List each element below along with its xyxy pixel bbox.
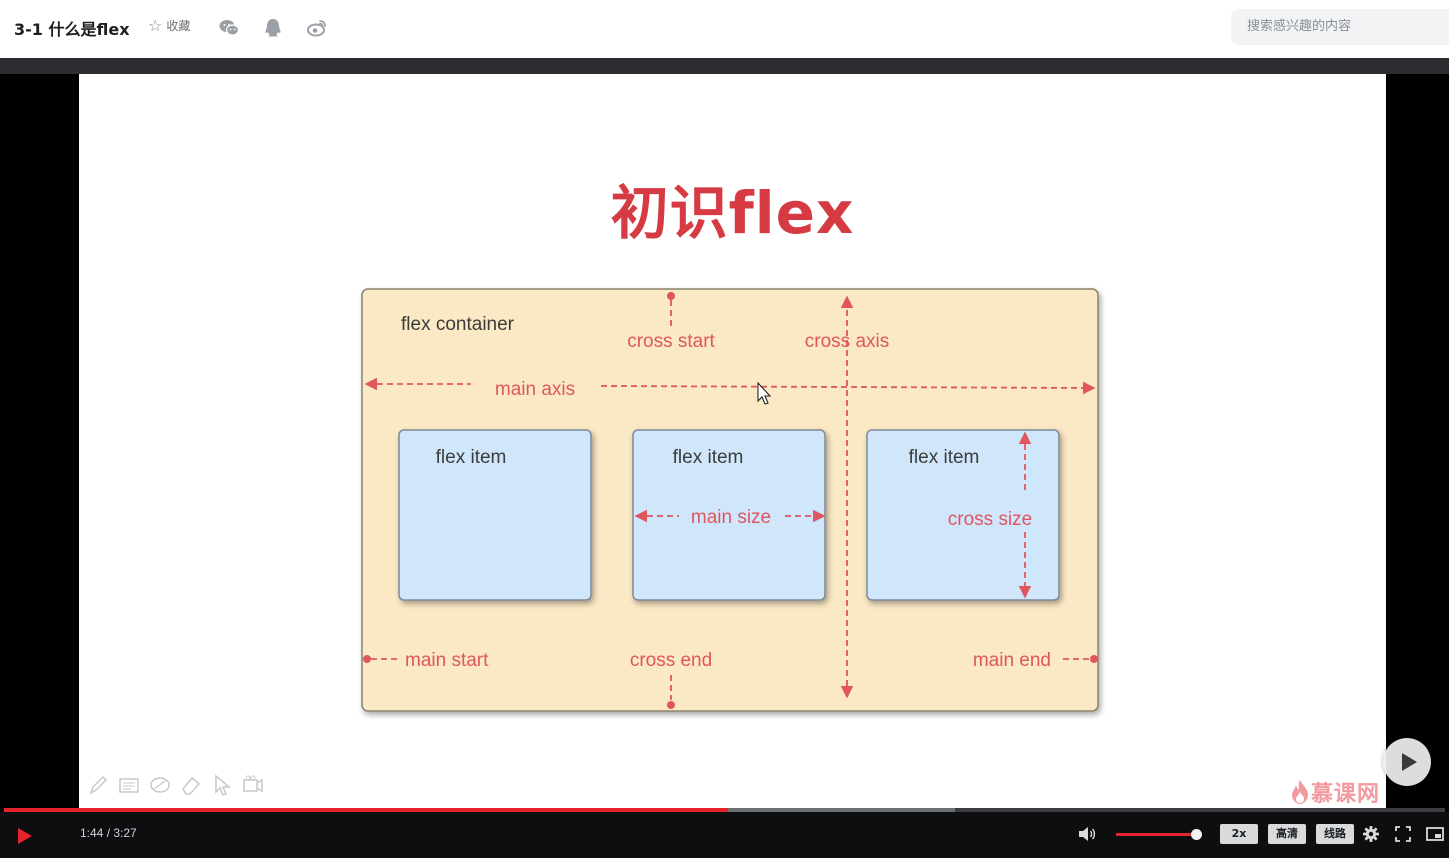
web-fullscreen-icon[interactable] — [1425, 824, 1445, 844]
weibo-icon[interactable] — [306, 17, 328, 39]
text-box-icon[interactable] — [118, 774, 140, 796]
main-size-label: main size — [691, 507, 771, 528]
wechat-icon[interactable] — [218, 17, 240, 39]
flex-item-label: flex item — [436, 447, 507, 468]
camera-icon[interactable] — [242, 774, 264, 796]
whiteboard-toolbar — [87, 774, 264, 796]
qq-icon[interactable] — [262, 17, 284, 39]
main-end-label: main end — [973, 650, 1051, 671]
cross-axis-label: cross axis — [805, 331, 889, 352]
fullscreen-icon[interactable] — [1393, 824, 1413, 844]
main-axis-line — [600, 381, 1096, 395]
main-start-label: main start — [405, 650, 489, 671]
flame-logo-icon — [1291, 780, 1308, 804]
favorite-button[interactable]: ☆ 收藏 — [148, 17, 190, 34]
pencil-icon[interactable] — [87, 774, 109, 796]
brand-text: 慕课网 — [1310, 782, 1380, 807]
flexbox-diagram: flex container cross start cross axis ma… — [361, 288, 1099, 712]
video-player[interactable]: 初识flex flex container cross start cross … — [0, 58, 1449, 858]
eraser-icon[interactable] — [180, 774, 202, 796]
top-header: 3-1 什么是flex ☆ 收藏 搜索感兴趣的内容 — [0, 0, 1449, 59]
volume-slider[interactable] — [1116, 829, 1202, 840]
brand-watermark: 慕课网 — [1291, 776, 1380, 808]
play-pause-button[interactable] — [12, 824, 36, 848]
favorite-label: 收藏 — [166, 19, 191, 33]
main-axis-label: main axis — [495, 379, 575, 400]
control-bar: 1:44 / 3:27 2x 高清 线路 — [0, 812, 1449, 858]
mouse-cursor-icon — [757, 381, 772, 405]
flex-item-label: flex item — [909, 447, 980, 468]
search-input[interactable]: 搜索感兴趣的内容 — [1231, 9, 1449, 45]
slide-title: 初识flex — [610, 179, 855, 247]
video-frame[interactable]: 初识flex flex container cross start cross … — [79, 74, 1386, 810]
quality-button[interactable]: 高清 — [1268, 824, 1306, 844]
cross-size-label: cross size — [948, 509, 1032, 530]
big-play-button[interactable] — [1383, 738, 1431, 786]
cross-start-label: cross start — [627, 331, 715, 352]
gear-icon[interactable] — [1361, 824, 1381, 844]
flex-item-label: flex item — [673, 447, 744, 468]
pointer-icon[interactable] — [211, 774, 233, 796]
flex-container-label: flex container — [401, 314, 515, 335]
course-title: 3-1 什么是flex — [14, 20, 130, 39]
cross-end-label: cross end — [630, 650, 712, 671]
volume-knob[interactable] — [1190, 829, 1202, 840]
star-icon: ☆ — [148, 15, 163, 35]
eraser-round-icon[interactable] — [149, 774, 171, 796]
time-display: 1:44 / 3:27 — [80, 826, 137, 840]
flex-item-1 — [398, 429, 592, 601]
speed-button[interactable]: 2x — [1220, 824, 1258, 844]
volume-level — [1116, 833, 1196, 836]
route-button[interactable]: 线路 — [1316, 824, 1354, 844]
volume-icon[interactable] — [1077, 824, 1097, 844]
flex-item-3 — [866, 429, 1060, 601]
progress-played — [4, 808, 728, 812]
play-icon — [1402, 753, 1417, 771]
progress-bar[interactable] — [4, 808, 1445, 812]
player-top-strip — [0, 58, 1449, 74]
